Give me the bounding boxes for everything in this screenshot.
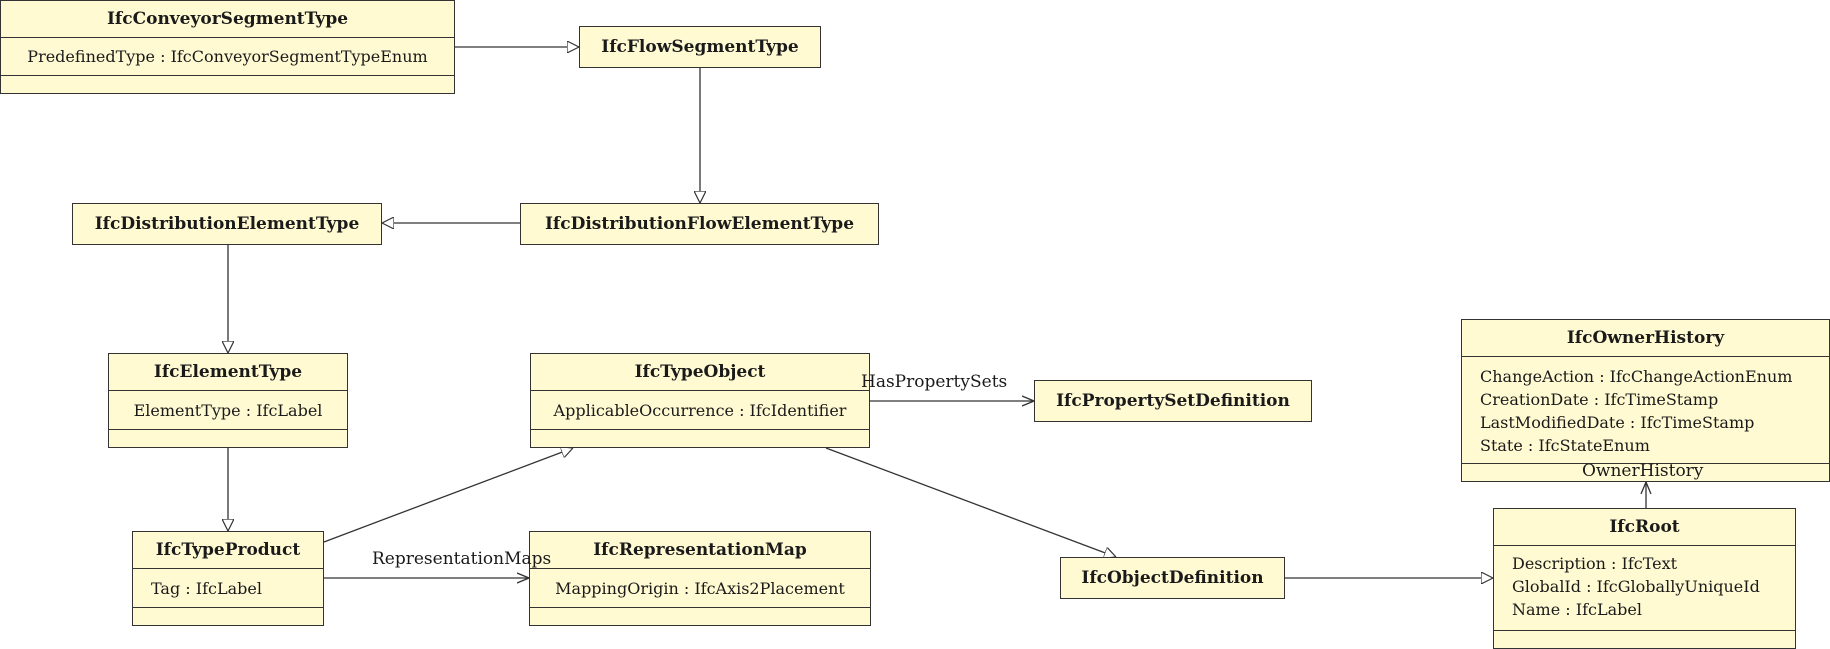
class-name: IfcRepresentationMap: [593, 540, 807, 560]
attribute-list: PredefinedType : IfcConveyorSegmentTypeE…: [1, 37, 454, 75]
attribute: ChangeAction : IfcChangeActionEnum: [1480, 367, 1793, 386]
operations-compartment: [1494, 630, 1795, 648]
association-label-owner-history: OwnerHistory: [1582, 461, 1704, 481]
attribute-list: MappingOrigin : IfcAxis2Placement: [530, 568, 870, 607]
attribute-list: ChangeAction : IfcChangeActionEnum Creat…: [1462, 356, 1829, 463]
class-ifc-representation-map[interactable]: IfcRepresentationMap MappingOrigin : Ifc…: [529, 531, 871, 626]
class-name: IfcRoot: [1609, 517, 1680, 537]
inherit-type-product-to-type-object: [323, 448, 573, 543]
class-name: IfcTypeObject: [634, 362, 766, 382]
attribute-list: ApplicableOccurrence : IfcIdentifier: [531, 390, 869, 429]
attribute: Tag : IfcLabel: [151, 578, 262, 598]
attribute: State : IfcStateEnum: [1480, 436, 1650, 455]
class-ifc-conveyor-segment-type[interactable]: IfcConveyorSegmentType PredefinedType : …: [0, 0, 455, 94]
attribute: MappingOrigin : IfcAxis2Placement: [555, 578, 845, 598]
class-name: IfcDistributionFlowElementType: [544, 214, 855, 234]
class-name: IfcPropertySetDefinition: [1056, 391, 1290, 411]
class-ifc-flow-segment-type[interactable]: IfcFlowSegmentType: [579, 26, 821, 68]
class-ifc-object-definition[interactable]: IfcObjectDefinition: [1060, 557, 1285, 599]
class-name: IfcObjectDefinition: [1081, 568, 1264, 588]
operations-compartment: [1462, 463, 1829, 481]
attribute: ElementType : IfcLabel: [133, 400, 323, 420]
inherit-type-object-to-object-def: [825, 447, 1116, 557]
operations-compartment: [530, 607, 870, 625]
class-ifc-element-type[interactable]: IfcElementType ElementType : IfcLabel: [108, 353, 348, 448]
attribute: Description : IfcText: [1512, 554, 1678, 573]
attribute: CreationDate : IfcTimeStamp: [1480, 390, 1719, 409]
attribute-list: ElementType : IfcLabel: [109, 390, 347, 429]
class-name: IfcDistributionElementType: [94, 214, 360, 234]
class-ifc-root[interactable]: IfcRoot Description : IfcText GlobalId :…: [1493, 508, 1796, 649]
attribute: GlobalId : IfcGloballyUniqueId: [1512, 577, 1760, 596]
operations-compartment: [133, 607, 323, 625]
class-ifc-distribution-element-type[interactable]: IfcDistributionElementType: [72, 203, 382, 245]
attribute: LastModifiedDate : IfcTimeStamp: [1480, 413, 1755, 432]
association-label-has-property-sets: HasPropertySets: [861, 372, 1008, 392]
attribute-list: Tag : IfcLabel: [133, 568, 323, 607]
class-name: IfcElementType: [153, 362, 303, 382]
class-name: IfcOwnerHistory: [1566, 328, 1725, 348]
attribute: Name : IfcLabel: [1512, 600, 1642, 619]
operations-compartment: [1, 75, 454, 93]
operations-compartment: [531, 429, 869, 447]
class-ifc-distribution-flow-element-type[interactable]: IfcDistributionFlowElementType: [520, 203, 879, 245]
class-ifc-owner-history[interactable]: IfcOwnerHistory ChangeAction : IfcChange…: [1461, 319, 1830, 482]
attribute: PredefinedType : IfcConveyorSegmentTypeE…: [27, 47, 428, 66]
class-name: IfcFlowSegmentType: [601, 37, 799, 57]
class-ifc-type-object[interactable]: IfcTypeObject ApplicableOccurrence : Ifc…: [530, 353, 870, 448]
attribute-list: Description : IfcText GlobalId : IfcGlob…: [1494, 545, 1795, 630]
class-name: IfcTypeProduct: [155, 540, 301, 560]
operations-compartment: [109, 429, 347, 447]
association-label-representation-maps: RepresentationMaps: [372, 549, 552, 569]
attribute: ApplicableOccurrence : IfcIdentifier: [553, 400, 847, 420]
class-name: IfcConveyorSegmentType: [106, 9, 349, 29]
class-ifc-property-set-definition[interactable]: IfcPropertySetDefinition: [1034, 380, 1312, 422]
class-ifc-type-product[interactable]: IfcTypeProduct Tag : IfcLabel: [132, 531, 324, 626]
